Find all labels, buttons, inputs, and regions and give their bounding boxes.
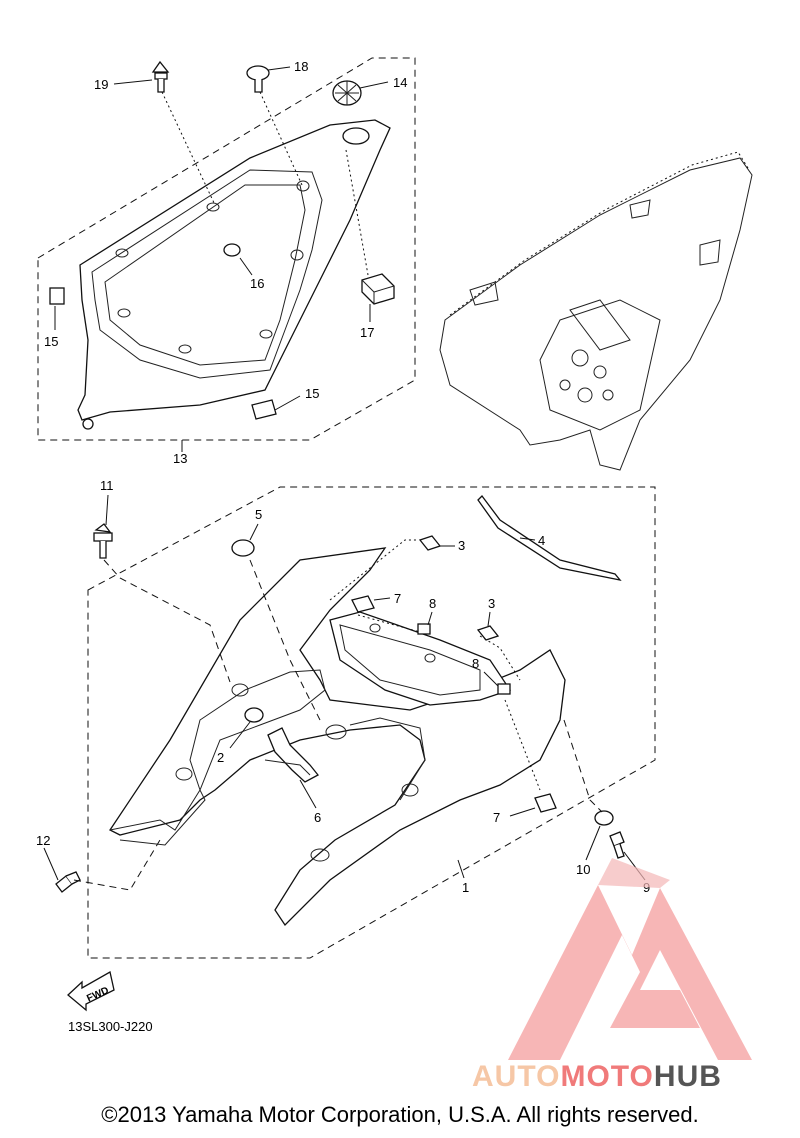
- callout-11: 11: [100, 478, 114, 493]
- callout-10: 10: [576, 862, 590, 877]
- part-7-damper-bottom: [534, 793, 557, 813]
- callout-4: 4: [538, 533, 545, 548]
- logo-text-auto: AUTO: [472, 1060, 560, 1093]
- callout-3-right: 3: [488, 596, 495, 611]
- upper-group-boundary: [37, 57, 416, 441]
- callout-7-top: 7: [394, 591, 401, 606]
- part-18-screw: [246, 65, 270, 93]
- part-11-rivet: [93, 523, 113, 559]
- part-5-grommet: [231, 539, 255, 557]
- part-15-damper-bottom: [251, 399, 277, 420]
- part-14-grommet: [332, 80, 362, 106]
- callout-7-bottom: 7: [493, 810, 500, 825]
- parts-diagram: FWD 13SL300-J220 19 18 14 16 17 15 15 13…: [36, 57, 753, 1093]
- callout-8-right: 8: [472, 656, 479, 671]
- callout-13: 13: [173, 451, 187, 466]
- part-6-hose: [264, 727, 319, 783]
- part-3-nut-top: [418, 535, 442, 551]
- callout-19: 19: [94, 77, 108, 92]
- callout-14: 14: [393, 75, 407, 90]
- callout-8-top: 8: [429, 596, 436, 611]
- part-13-cover-frame: [77, 119, 391, 430]
- part-8-clip-top: [417, 623, 431, 635]
- part-3-nut-right: [476, 625, 500, 641]
- rear-frame-reference: [439, 151, 753, 471]
- part-2-grommet: [244, 707, 264, 723]
- part-17-damper: [361, 273, 395, 305]
- callout-12: 12: [36, 833, 50, 848]
- callout-5: 5: [255, 507, 262, 522]
- part-19-rivet: [151, 60, 170, 93]
- figure-code: 13SL300-J220: [68, 1019, 153, 1034]
- callout-17: 17: [360, 325, 374, 340]
- callout-3-top: 3: [458, 538, 465, 553]
- copyright-notice: ©2013 Yamaha Motor Corporation, U.S.A. A…: [101, 1102, 699, 1127]
- fwd-arrow-icon: FWD: [67, 970, 115, 1012]
- part-15-damper-left: [49, 287, 65, 305]
- part-4-trim-strip: [477, 495, 622, 581]
- automotohub-logo: AUTOMOTOHUB: [472, 858, 752, 1093]
- callout-16: 16: [250, 276, 264, 291]
- part-8-clip-right: [497, 683, 511, 695]
- callout-1: 1: [462, 880, 469, 895]
- callout-6: 6: [314, 810, 321, 825]
- inner-side-panel: [329, 611, 512, 706]
- lower-group-boundary: [87, 486, 656, 959]
- callout-18: 18: [294, 59, 308, 74]
- part-9-bolt: [609, 831, 625, 859]
- part-1-side-cover: [109, 547, 566, 927]
- callout-15-left: 15: [44, 334, 58, 349]
- callout-9: 9: [643, 880, 650, 895]
- part-7-damper-top: [351, 595, 375, 613]
- callout-15-bottom: 15: [305, 386, 319, 401]
- part-16-collar: [223, 243, 241, 257]
- logo-text-moto: MOTO: [560, 1060, 653, 1093]
- svg-text:AUTOMOTOHUB: AUTOMOTOHUB: [472, 1060, 722, 1093]
- part-12-rivet: [55, 871, 81, 893]
- callout-2: 2: [217, 750, 224, 765]
- logo-text-hub: HUB: [654, 1060, 722, 1093]
- part-10-collar: [594, 810, 614, 826]
